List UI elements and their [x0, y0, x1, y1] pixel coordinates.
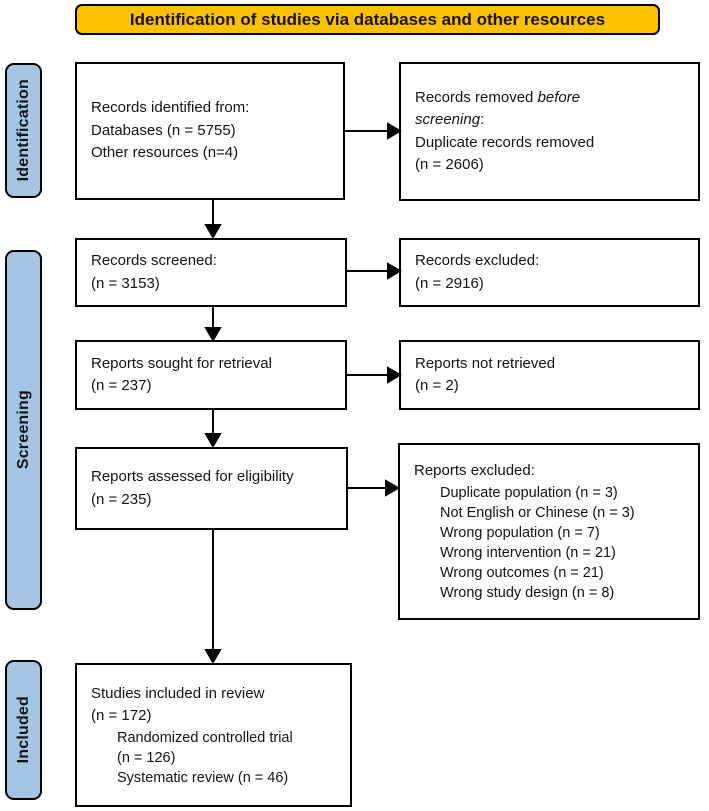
- records-identified-line-3: Other resources (n=4): [91, 144, 239, 162]
- box-reports-not-retrieved: Reports not retrieved (n = 2): [399, 340, 700, 410]
- records-removed-line-2: screening:: [415, 111, 485, 128]
- reports-sought-line-1: Reports sought for retrieval: [91, 354, 272, 372]
- title-banner: Identification of studies via databases …: [75, 4, 660, 35]
- studies-included-line-1: Studies included in review: [91, 684, 265, 702]
- studies-included-item-3: Systematic review (n = 46): [117, 769, 289, 786]
- records-removed-line-1: Records removed before: [415, 88, 581, 106]
- reports-excluded-item-1: Duplicate population (n = 3): [440, 484, 618, 501]
- box-reports-assessed: Reports assessed for eligibility (n = 23…: [75, 447, 348, 530]
- reports-excluded-item-4: Wrong intervention (n = 21): [440, 544, 616, 561]
- reports-excluded-item-6: Wrong study design (n = 8): [440, 584, 615, 601]
- box-reports-sought: Reports sought for retrieval (n = 237): [75, 340, 347, 410]
- box-reports-excluded: Reports excluded: Duplicate population (…: [398, 443, 700, 620]
- records-excluded-line-2: (n = 2916): [415, 274, 484, 292]
- reports-excluded-heading: Reports excluded:: [414, 462, 535, 480]
- stage-identification: Identification: [5, 63, 42, 198]
- box-records-removed: Records removed before screening: Duplic…: [399, 62, 700, 201]
- arrowhead-sought-to-assessed: [204, 433, 222, 448]
- reports-excluded-item-3: Wrong population (n = 7): [440, 524, 600, 541]
- reports-assessed-line-2: (n = 235): [91, 490, 152, 508]
- studies-included-line-2: (n = 172): [91, 707, 152, 724]
- stage-identification-label: Identification: [14, 79, 32, 182]
- diagram-title: Identification of studies via databases …: [129, 9, 606, 29]
- records-excluded-line-1: Records excluded:: [415, 252, 540, 269]
- reports-sought-line-2: (n = 237): [91, 377, 152, 394]
- stage-included: Included: [5, 660, 42, 800]
- reports-assessed-line-1: Reports assessed for eligibility: [91, 468, 294, 485]
- reports-excluded-item-2: Not English or Chinese (n = 3): [440, 504, 635, 521]
- studies-included-item-2: (n = 126): [117, 749, 176, 766]
- stage-included-label: Included: [14, 696, 32, 764]
- arrowhead-screened-to-sought: [204, 327, 222, 342]
- reports-not-retrieved-line-1: Reports not retrieved: [415, 354, 556, 372]
- stage-screening-label: Screening: [14, 390, 32, 470]
- reports-excluded-item-5: Wrong outcomes (n = 21): [440, 564, 604, 581]
- records-removed-line-4: (n = 2606): [415, 156, 484, 173]
- arrowhead-identified-to-screened: [204, 224, 222, 239]
- arrowhead-assessed-to-excluded: [385, 479, 400, 497]
- records-identified-line-1: Records identified from:: [91, 99, 250, 117]
- records-removed-line-3: Duplicate records removed: [415, 133, 595, 151]
- records-screened-line-2: (n = 3153): [91, 274, 160, 292]
- records-identified-line-2: Databases (n = 5755): [91, 121, 236, 139]
- reports-not-retrieved-line-2: (n = 2): [415, 377, 459, 394]
- records-screened-line-1: Records screened:: [91, 252, 217, 269]
- box-records-screened: Records screened: (n = 3153): [75, 238, 347, 307]
- studies-included-item-1: Randomized controlled trial: [117, 729, 293, 746]
- box-records-excluded: Records excluded: (n = 2916): [399, 238, 700, 307]
- stage-screening: Screening: [5, 250, 42, 610]
- arrowhead-assessed-to-included: [204, 649, 222, 664]
- box-studies-included: Studies included in review (n = 172) Ran…: [75, 663, 352, 807]
- box-records-identified: Records identified from: Databases (n = …: [75, 62, 345, 200]
